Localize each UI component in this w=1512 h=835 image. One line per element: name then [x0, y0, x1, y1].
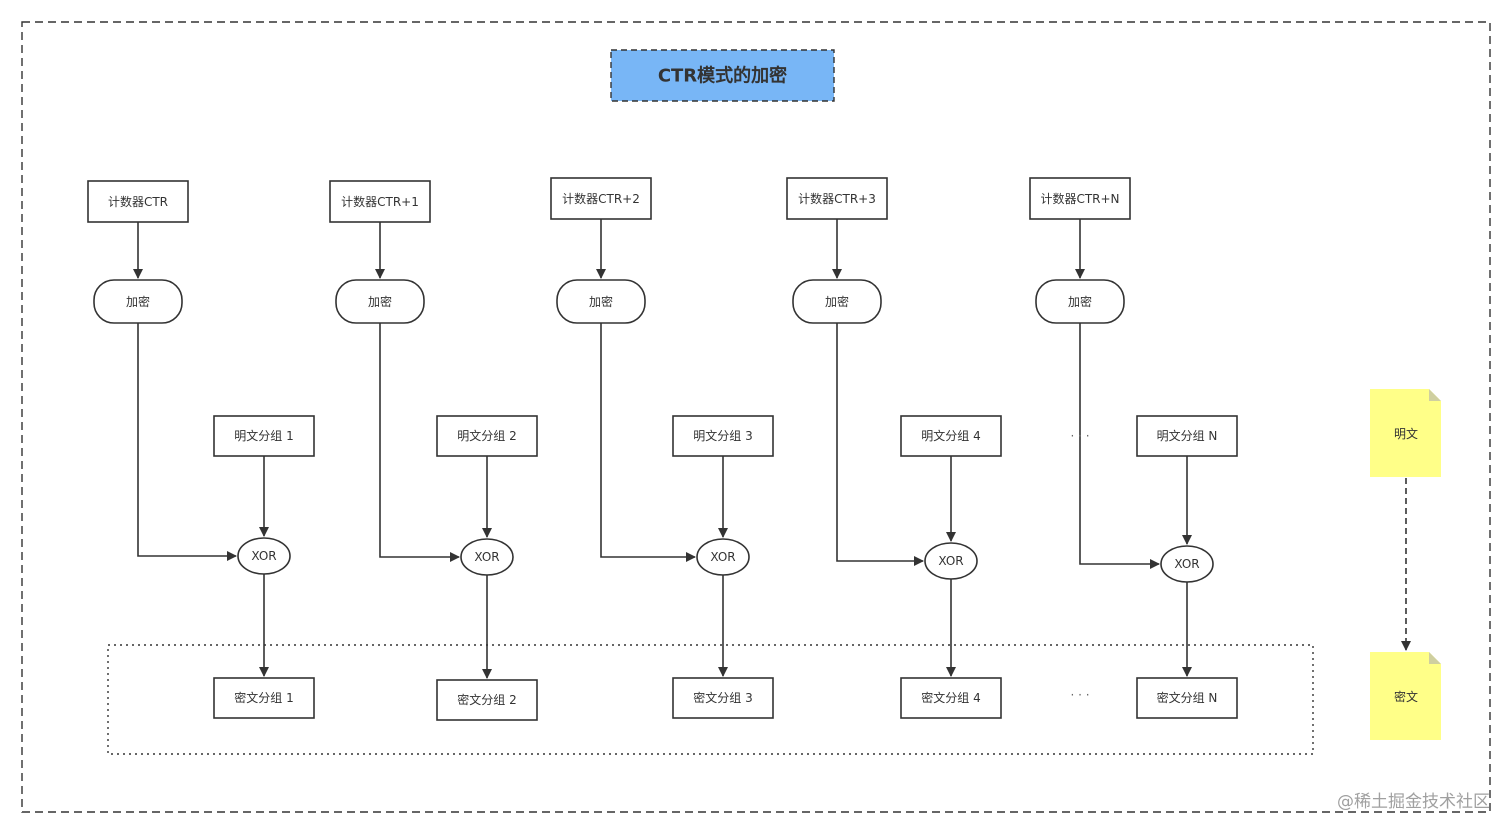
legend: 明文 密文: [1370, 389, 1441, 740]
xor-node: [237, 537, 291, 575]
ciphertext-label: 密文分组 1: [234, 690, 293, 705]
encrypt-to-xor-arrow: [379, 323, 460, 562]
ciphertext-note-body: [1370, 652, 1441, 740]
plaintext-ellipsis: · · ·: [1070, 429, 1089, 443]
column-n: 计数器CTR+N 加密 明文分组 N XOR 密文分组 N: [1029, 177, 1238, 719]
page-title: CTR模式的加密: [658, 65, 787, 87]
plaintext-label: 明文分组 1: [234, 428, 293, 443]
encrypt-to-xor-arrow: [1079, 323, 1160, 569]
title-box: CTR模式的加密: [610, 49, 835, 102]
encrypt-box: [792, 279, 882, 324]
plaintext-label: 明文分组 N: [1157, 428, 1218, 443]
counter-box: [550, 177, 652, 220]
xor-node: [460, 538, 514, 576]
encrypt-box: [93, 279, 183, 324]
plaintext-note: 明文: [1370, 389, 1441, 477]
plaintext-note-fold: [1429, 389, 1441, 401]
plaintext-box: [213, 415, 315, 457]
ciphertext-note: 密文: [1370, 652, 1441, 740]
xor-label: XOR: [710, 550, 735, 564]
xor-label: XOR: [251, 549, 276, 563]
counter-label: 计数器CTR+3: [798, 191, 876, 206]
encrypt-label: 加密: [825, 294, 849, 309]
ciphertext-box: [1136, 677, 1238, 719]
counter-box: [1029, 177, 1131, 220]
outer-frame: [21, 21, 1491, 813]
counter-label: 计数器CTR+1: [341, 194, 419, 209]
encrypt-box: [1035, 279, 1125, 324]
counter-box: [329, 180, 431, 223]
plaintext-label: 明文分组 4: [921, 428, 980, 443]
counter-label: 计数器CTR: [108, 194, 168, 209]
encrypt-box: [335, 279, 425, 324]
column-2: 计数器CTR+1 加密 明文分组 2 XOR 密文分组 2: [329, 180, 538, 721]
plaintext-box: [1136, 415, 1238, 457]
xor-node: [924, 542, 978, 580]
encrypt-label: 加密: [126, 294, 150, 309]
ciphertext-label: 密文分组 2: [457, 692, 516, 707]
legend-ciphertext-label: 密文: [1394, 689, 1418, 704]
ciphertext-label: 密文分组 3: [693, 690, 752, 705]
counter-box: [87, 180, 189, 223]
column-3: 计数器CTR+2 加密 明文分组 3 XOR 密文分组 3: [550, 177, 774, 719]
xor-label: XOR: [1174, 557, 1199, 571]
ciphertext-box: [436, 679, 538, 721]
counter-box: [786, 177, 888, 220]
plaintext-box: [900, 415, 1002, 457]
ciphertext-label: 密文分组 4: [921, 690, 980, 705]
counter-label: 计数器CTR+N: [1040, 191, 1119, 206]
plaintext-label: 明文分组 2: [457, 428, 516, 443]
ciphertext-box: [672, 677, 774, 719]
xor-node: [696, 538, 750, 576]
ciphertext-note-fold: [1429, 652, 1441, 664]
ciphertext-ellipsis: · · ·: [1070, 688, 1089, 702]
title-background: [610, 49, 835, 102]
plaintext-box: [672, 415, 774, 457]
counter-label: 计数器CTR+2: [562, 191, 640, 206]
encrypt-label: 加密: [1068, 294, 1092, 309]
ciphertext-label: 密文分组 N: [1157, 690, 1218, 705]
ciphertext-box: [213, 677, 315, 719]
plaintext-note-body: [1370, 389, 1441, 477]
encrypt-to-xor-arrow: [836, 323, 924, 566]
encrypt-label: 加密: [368, 294, 392, 309]
column-1: 计数器CTR 加密 明文分组 1 XOR 密文分组 1: [87, 180, 315, 719]
encrypt-label: 加密: [589, 294, 613, 309]
ciphertext-box: [900, 677, 1002, 719]
plaintext-box: [436, 415, 538, 457]
column-4: 计数器CTR+3 加密 明文分组 4 XOR 密文分组 4: [786, 177, 1002, 719]
encrypt-to-xor-arrow: [137, 323, 237, 561]
xor-label: XOR: [938, 554, 963, 568]
xor-node: [1160, 545, 1214, 583]
legend-plaintext-label: 明文: [1394, 426, 1418, 441]
encrypt-box: [556, 279, 646, 324]
plaintext-label: 明文分组 3: [693, 428, 752, 443]
xor-label: XOR: [474, 550, 499, 564]
watermark: @稀土掘金技术社区: [1337, 792, 1490, 812]
encrypt-to-xor-arrow: [600, 323, 696, 562]
